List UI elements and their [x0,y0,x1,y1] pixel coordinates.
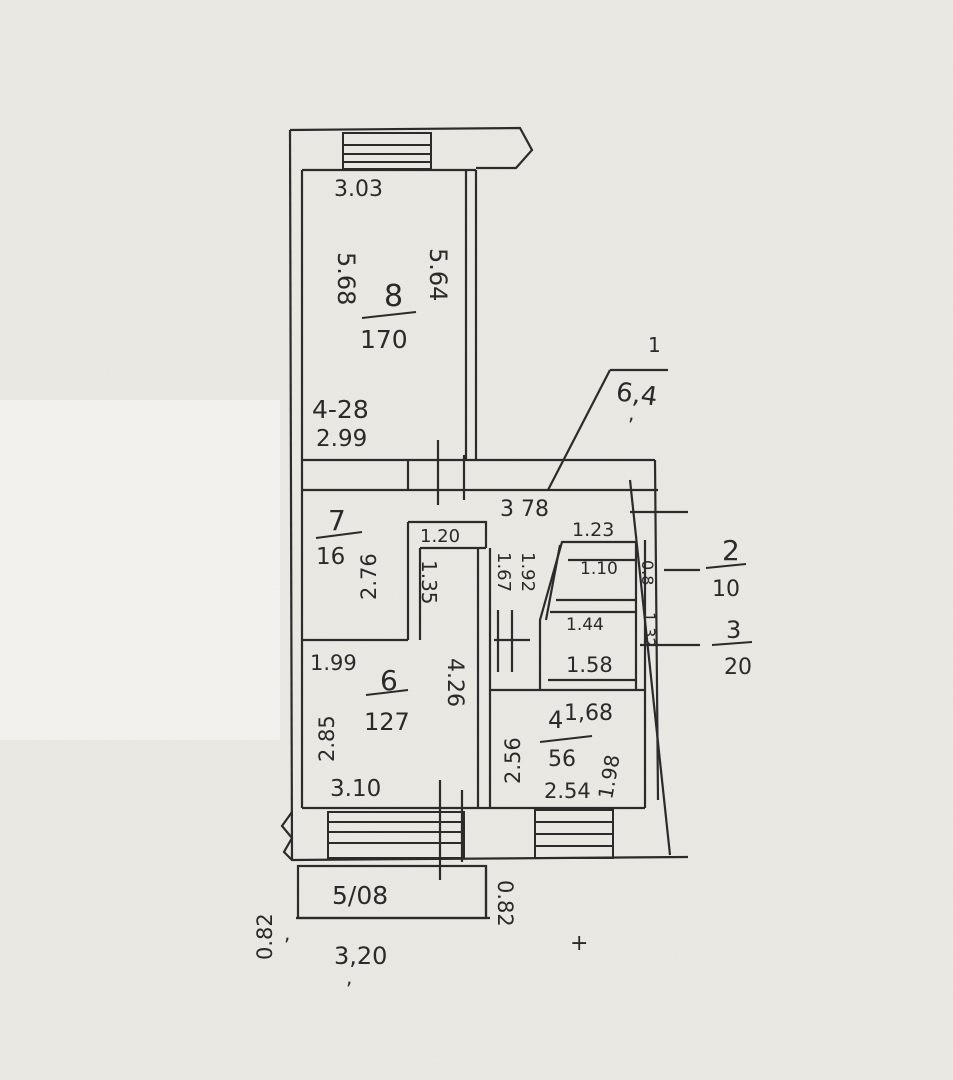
dim-1-58: 1.58 [566,653,613,677]
room-8-bottom-width: 2.99 [316,426,367,452]
window-bottom-left [327,811,465,859]
callout-bottom: , [628,401,634,425]
dim-1-44: 1.44 [566,615,604,635]
corridor-width: 1.23 [572,519,614,541]
room-7-number: 7 [328,504,346,537]
room-7-area: 16 [316,544,345,570]
balcony-bottom-width: 3,20 [334,942,387,970]
dim-1-32: 1.32 [640,612,659,648]
room-6-side-right: 4.26 [442,658,467,707]
fraction-bars [315,311,753,743]
room-7-depth: 1.35 [417,560,441,605]
walls [280,126,700,920]
window-bottom-right [534,809,614,859]
dim-1-10: 1.10 [580,559,618,579]
room-7-side: 2.76 [357,553,381,600]
mark-center: , [346,965,352,989]
room-8-number: 8 [384,279,403,314]
mark-plus: + [570,931,588,956]
dim-1-92: 1.92 [517,552,538,592]
dim-0-8: 0.8 [638,560,657,585]
room-8-area: 170 [360,325,408,354]
window-top [342,132,432,170]
room-3-area: 20 [724,655,752,680]
balcony-depth-right: 0.82 [493,880,517,927]
room-8-length-right: 5.64 [424,248,452,301]
kitchen-side-left: 2.56 [501,737,525,784]
callout-top: 1 [648,333,661,357]
balcony-bottom-label: 5/08 [332,881,388,910]
kitchen-area: 56 [548,747,576,772]
kitchen-width-top: 1,68 [564,701,613,726]
room-6-number: 6 [380,664,398,697]
room-6-bottom-width: 3.10 [330,776,381,802]
room-6-side-left: 2.85 [315,715,339,762]
balcony-depth-left: 0.82 [253,913,277,960]
room-6-area: 127 [364,708,410,736]
corridor-length: 3 78 [500,497,549,522]
room-6-top-width: 1.99 [310,651,357,675]
room-8-height: 4-28 [312,395,369,424]
room-2-number: 2 [722,534,740,567]
balcony-top-width: 3.03 [334,177,383,202]
dim-1-67: 1.67 [493,552,514,592]
room-8-length-left: 5.68 [332,252,360,305]
kitchen-bottom: 2.54 [544,779,591,803]
mark-left: , [284,921,290,945]
kitchen-number: 4 [548,706,563,734]
room-3-number: 3 [726,616,741,644]
callout-value: 6,4 [614,377,659,412]
room-2-area: 10 [712,577,740,602]
room-7-closet-width: 1.20 [420,526,460,547]
